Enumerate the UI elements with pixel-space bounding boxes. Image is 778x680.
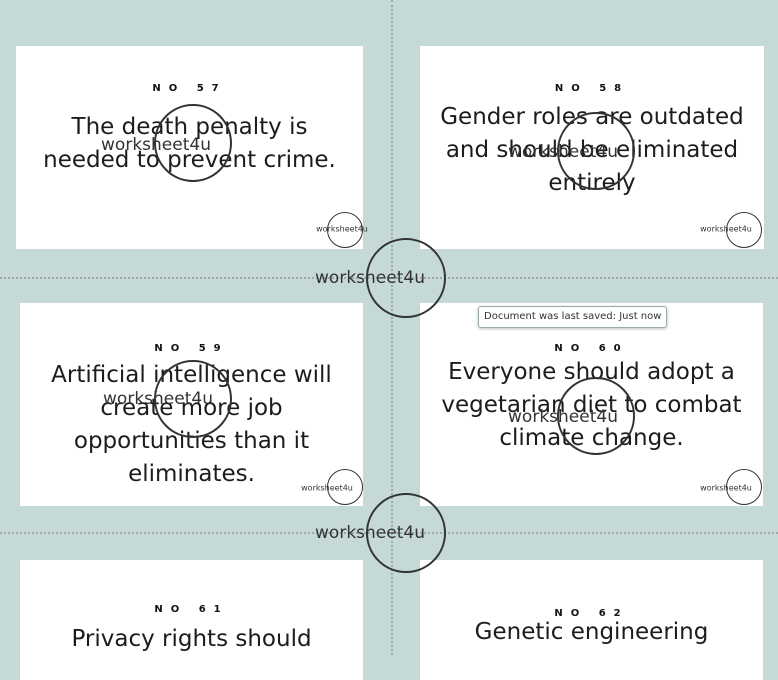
card-number: NO 59: [154, 343, 229, 354]
watermark-text: worksheet4u: [508, 142, 618, 162]
watermark-text: worksheet4u: [508, 407, 618, 427]
logo-badge-text: worksheet4u: [700, 224, 752, 234]
card-number: NO 62: [554, 608, 629, 619]
logo-badge: [327, 212, 363, 248]
card-61: NO 61 Privacy rights should: [20, 560, 363, 680]
center-watermark-text: worksheet4u: [315, 268, 425, 288]
logo-badge: [327, 469, 363, 505]
watermark-circle: [154, 360, 232, 438]
center-watermark-circle: [366, 238, 446, 318]
card-statement: Privacy rights should: [71, 626, 312, 652]
card-62: NO 62 Genetic engineering: [420, 560, 763, 680]
center-watermark-circle: [366, 493, 446, 573]
card-number: NO 61: [154, 604, 229, 615]
watermark-circle: [557, 377, 635, 455]
card-number: NO 57: [152, 83, 227, 94]
card-57: NO 57 The death penalty is needed to pre…: [16, 46, 368, 249]
card-number: NO 60: [554, 343, 629, 354]
watermark-text: worksheet4u: [103, 389, 213, 409]
center-watermark-text: worksheet4u: [315, 523, 425, 543]
logo-badge-text: worksheet4u: [316, 224, 368, 234]
watermark-text: worksheet4u: [101, 135, 211, 155]
card-60: NO 60 Everyone should adopt a vegetarian…: [420, 303, 763, 506]
watermark-circle: [557, 112, 635, 190]
logo-badge-text: worksheet4u: [700, 483, 752, 493]
card-number: NO 58: [554, 83, 630, 94]
vertical-cut-line: [391, 0, 393, 655]
logo-badge: [726, 212, 762, 248]
logo-badge: [726, 469, 762, 505]
watermark-circle: [154, 104, 232, 182]
card-statement: Genetic engineering: [474, 619, 709, 645]
save-status-tooltip: Document was last saved: Just now: [478, 306, 668, 328]
logo-badge-text: worksheet4u: [301, 483, 353, 493]
card-59: NO 59 Artificial intelligence will creat…: [20, 303, 363, 506]
card-58: NO 58 Gender roles are outdated and shou…: [420, 46, 764, 249]
